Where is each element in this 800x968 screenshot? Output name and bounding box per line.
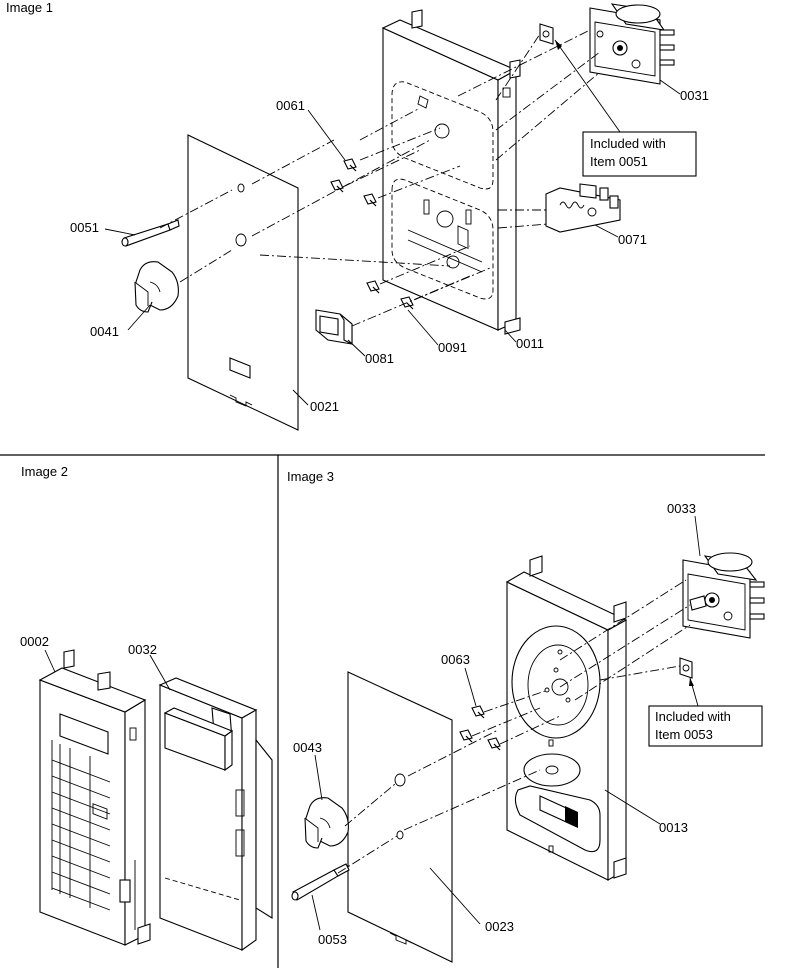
image-3-assembly: Included with Item 0053 0033 0063 0043 0…: [291, 501, 765, 963]
part-label-0081: 0081: [365, 351, 394, 366]
shaft-0051: [121, 219, 180, 247]
part-label-0023: 0023: [485, 919, 514, 934]
part-label-0011: 0011: [516, 336, 544, 351]
front-panel-0023: [347, 671, 453, 963]
note-box-image-1: Included with Item 0051: [554, 39, 697, 177]
part-label-0091: 0091: [438, 340, 467, 355]
knob-0043: [304, 797, 349, 849]
image-1-assembly: Included with Item 0051 0061 0031 0051 0…: [70, 3, 709, 431]
part-label-0051: 0051: [70, 220, 99, 235]
leaders-image-3: [311, 515, 701, 931]
screws-0091: [366, 280, 414, 310]
control-panel-0002: [38, 649, 151, 946]
part-label-0031: 0031: [680, 88, 709, 103]
part-label-0041: 0041: [90, 324, 119, 339]
part-label-0033: 0033: [667, 501, 696, 516]
part-label-0053: 0053: [318, 932, 347, 947]
knob-0041: [134, 261, 179, 313]
explode-lines-image-1: [159, 29, 601, 327]
image-2-assembly: 0002 0032: [20, 634, 273, 952]
shaft-0053: [291, 863, 350, 901]
part-label-0061: 0061: [276, 98, 305, 113]
section-title-image-2: Image 2: [21, 464, 68, 479]
note-2-line-1: Included with: [655, 709, 731, 724]
timer-0031: [589, 3, 675, 85]
control-housing-0011: [381, 9, 521, 335]
switch-0071: [545, 183, 621, 233]
gasket-0053-included: [679, 657, 693, 679]
timer-0033: [682, 552, 765, 639]
control-housing-0013: [505, 555, 628, 881]
leaders-image-1: [104, 79, 681, 406]
note-1-line-1: Included with: [590, 136, 666, 151]
part-label-0071: 0071: [618, 232, 647, 247]
part-label-0063: 0063: [441, 652, 470, 667]
indicator-0081: [315, 309, 353, 345]
front-panel-0021: [187, 134, 299, 431]
part-label-0043: 0043: [293, 740, 322, 755]
part-label-0002: 0002: [20, 634, 49, 649]
part-label-0032: 0032: [128, 642, 157, 657]
note-box-image-3: Included with Item 0053: [648, 677, 763, 747]
explode-lines-image-3: [337, 579, 691, 874]
screws-0061: [330, 158, 377, 207]
pc-board-0032: [158, 677, 273, 952]
gasket-0051-included: [539, 23, 554, 45]
note-1-line-2: Item 0051: [590, 154, 648, 169]
screws-0063: [459, 705, 501, 751]
part-label-0013: 0013: [659, 820, 688, 835]
leaders-image-2: [44, 649, 171, 691]
section-title-image-1: Image 1: [6, 0, 53, 15]
part-label-0021: 0021: [310, 399, 339, 414]
note-2-line-2: Item 0053: [655, 727, 713, 742]
section-title-image-3: Image 3: [287, 469, 334, 484]
keypad-grid: [51, 740, 111, 911]
